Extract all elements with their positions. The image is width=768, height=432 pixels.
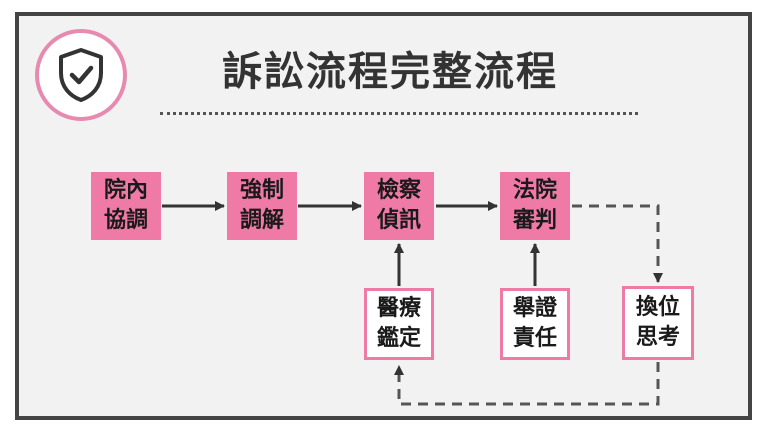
node-burden-of-proof: 舉證 責任 [500,288,570,360]
dashed-court-to-rethink [572,204,663,283]
shield-check-icon [59,48,103,102]
shield-badge [35,29,127,121]
dashed-rethink-to-medical [394,362,660,406]
node-medical-appraisal: 醫療 鑑定 [364,288,434,360]
page-title: 訴訟流程完整流程 [222,49,558,95]
node-perspective-taking: 換位 思考 [622,286,694,360]
title-divider [160,112,638,115]
node-mediation: 院內 協調 [91,172,161,240]
node-court-trial: 法院 審判 [500,172,570,240]
node-prosecutor: 檢察 偵訊 [364,172,434,240]
node-compulsory-mediation: 強制 調解 [227,172,297,240]
